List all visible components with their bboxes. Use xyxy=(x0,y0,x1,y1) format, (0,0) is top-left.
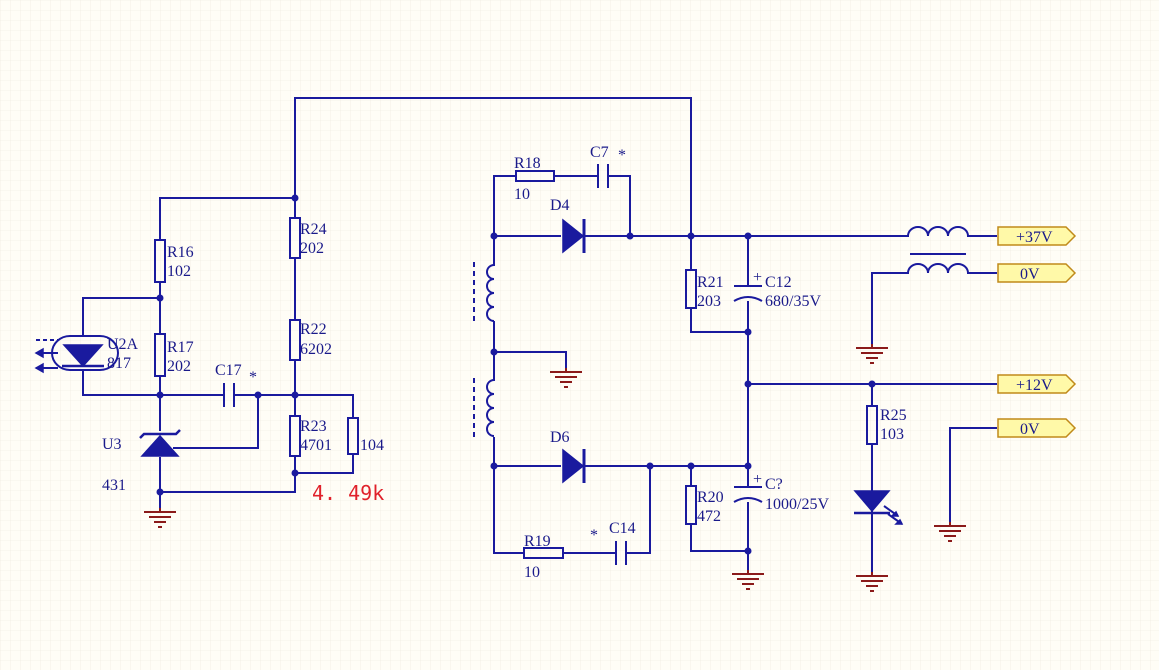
measurement-value: 4. 49k xyxy=(312,481,384,505)
ground-icon xyxy=(856,572,888,592)
resistor-r16[interactable] xyxy=(154,239,166,283)
resistor-r18[interactable] xyxy=(515,170,555,182)
u2a-value: 817 xyxy=(107,355,131,372)
diode-d6[interactable] xyxy=(562,448,586,484)
resistor-r25[interactable] xyxy=(866,405,878,445)
r18-value: 10 xyxy=(514,186,530,203)
component-labels: R16 102 R17 202 U2A 817 C17 * U3 431 R24… xyxy=(102,144,907,581)
c17-ref: C17 xyxy=(215,362,242,379)
capacitors xyxy=(219,164,763,565)
resistor-r24[interactable] xyxy=(289,217,301,259)
ports: +37V 0V +12V 0V xyxy=(997,226,1077,438)
svg-text:+12V: +12V xyxy=(1016,377,1053,394)
ground-icon xyxy=(934,522,966,542)
svg-text:0V: 0V xyxy=(1020,266,1040,283)
svg-text:0V: 0V xyxy=(1020,421,1040,438)
resistor-r17[interactable] xyxy=(154,333,166,377)
capacitor-c14[interactable] xyxy=(615,541,627,565)
resistor-r23[interactable] xyxy=(289,415,301,457)
c14-mark: * xyxy=(590,527,598,544)
port-0v-bottom[interactable]: 0V xyxy=(997,418,1077,438)
r18-ref: R18 xyxy=(514,155,541,172)
capacitor-c7[interactable] xyxy=(597,164,609,188)
transformer-secondary[interactable] xyxy=(473,262,495,440)
port-plus-37v[interactable]: +37V xyxy=(997,226,1077,246)
resistor-r21[interactable] xyxy=(685,269,697,309)
r-104-value: 104 xyxy=(360,437,384,454)
resistors xyxy=(154,170,878,559)
diode-d4[interactable] xyxy=(562,218,586,254)
c-unk-value: 1000/25V xyxy=(765,496,829,513)
r19-ref: R19 xyxy=(524,533,551,550)
c-unk-polarity: + xyxy=(753,471,762,488)
r25-ref: R25 xyxy=(880,407,907,424)
c12-value: 680/35V xyxy=(765,293,821,310)
c12-ref: C12 xyxy=(765,274,792,291)
c7-mark: * xyxy=(618,147,626,164)
capacitor-c-unknown[interactable] xyxy=(733,486,763,503)
r16-ref: R16 xyxy=(167,244,194,261)
r23-ref: R23 xyxy=(300,418,327,435)
r21-value: 203 xyxy=(697,293,721,310)
diodes xyxy=(139,218,904,525)
u2a-ref: U2A xyxy=(107,336,139,353)
r19-value: 10 xyxy=(524,564,540,581)
svg-text:+37V: +37V xyxy=(1016,229,1053,246)
u3-value: 431 xyxy=(102,477,126,494)
ground-symbols xyxy=(144,344,966,592)
capacitor-c12[interactable] xyxy=(733,285,763,302)
u3-ref: U3 xyxy=(102,436,122,453)
resistor-r19[interactable] xyxy=(523,547,564,559)
port-plus-12v[interactable]: +12V xyxy=(997,374,1077,394)
port-0v-top[interactable]: 0V xyxy=(997,263,1077,283)
r23-value: 4701 xyxy=(300,437,332,454)
r20-ref: R20 xyxy=(697,489,724,506)
r20-value: 472 xyxy=(697,508,721,525)
r17-ref: R17 xyxy=(167,339,194,356)
c12-polarity: + xyxy=(753,269,762,286)
output-choke[interactable] xyxy=(907,226,969,274)
r21-ref: R21 xyxy=(697,274,724,291)
junctions xyxy=(156,194,876,555)
r22-value: 6202 xyxy=(300,341,332,358)
r16-value: 102 xyxy=(167,263,191,280)
ground-icon xyxy=(856,344,888,364)
led-r25[interactable] xyxy=(853,490,904,525)
r22-ref: R22 xyxy=(300,321,327,338)
resistor-r22[interactable] xyxy=(289,319,301,361)
r17-value: 202 xyxy=(167,358,191,375)
zener-u3[interactable] xyxy=(139,429,181,457)
c17-mark: * xyxy=(249,369,257,386)
c-unk-ref: C? xyxy=(765,476,783,493)
c7-ref: C7 xyxy=(590,144,609,161)
ground-icon xyxy=(550,368,582,388)
resistor-r20[interactable] xyxy=(685,485,697,525)
r24-ref: R24 xyxy=(300,221,327,238)
capacitor-c17[interactable] xyxy=(219,383,239,407)
resistor-104[interactable] xyxy=(347,417,359,455)
ground-icon xyxy=(732,570,764,590)
optocoupler-u2a[interactable] xyxy=(34,335,119,374)
r24-value: 202 xyxy=(300,240,324,257)
r25-value: 103 xyxy=(880,426,904,443)
c14-ref: C14 xyxy=(609,520,636,537)
d6-ref: D6 xyxy=(550,429,570,446)
ground-icon xyxy=(144,508,176,528)
d4-ref: D4 xyxy=(550,197,570,214)
